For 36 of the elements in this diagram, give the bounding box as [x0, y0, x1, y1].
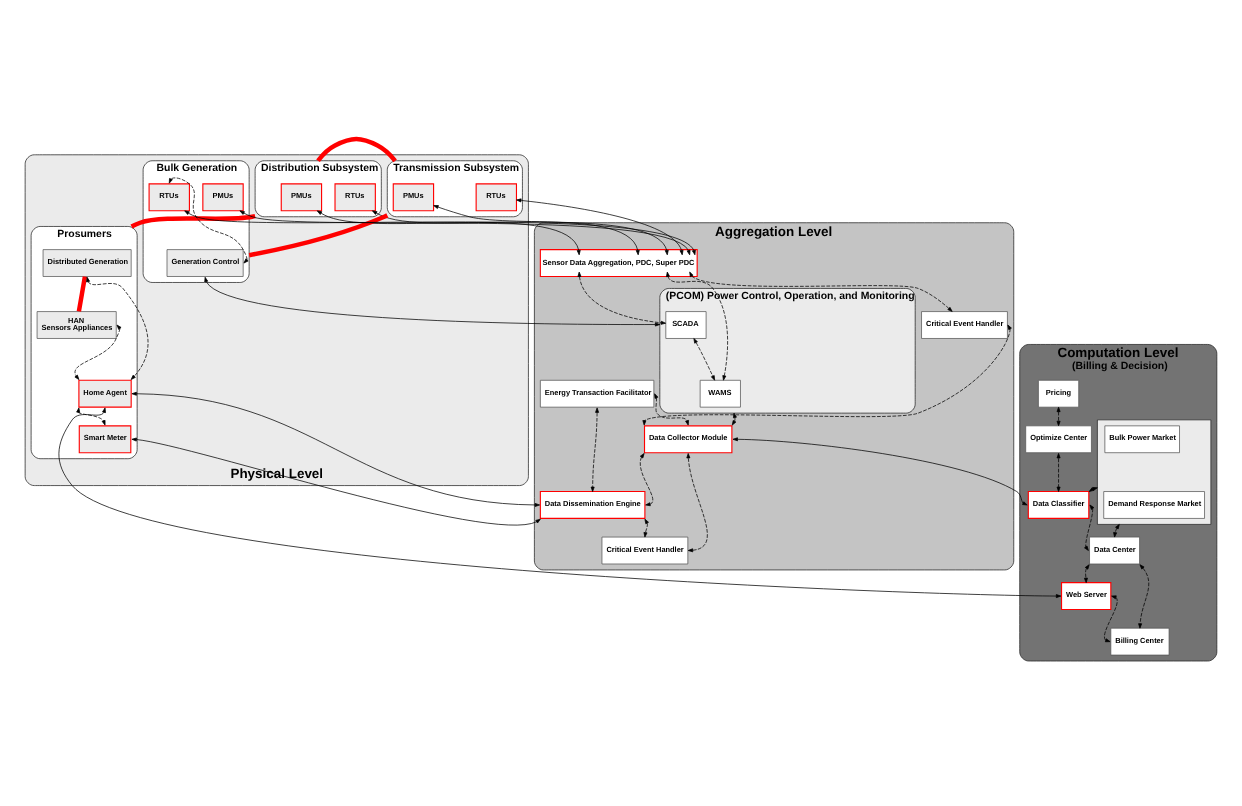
arrow — [58, 407, 1062, 598]
arrow — [590, 407, 600, 492]
arrow — [642, 324, 1012, 426]
arrow — [433, 205, 669, 256]
arrow — [639, 453, 654, 507]
arrow — [643, 518, 649, 538]
arrow — [654, 393, 689, 426]
arrow — [372, 210, 640, 256]
arrow — [86, 276, 149, 380]
arrow — [1084, 504, 1095, 551]
arrow — [693, 338, 715, 381]
arrow — [76, 407, 106, 426]
connector — [130, 213, 256, 229]
arrow — [131, 437, 541, 526]
arrow — [689, 271, 953, 312]
connector — [316, 136, 397, 163]
cluster — [1097, 419, 1212, 525]
arrow — [732, 437, 1028, 506]
arrow — [1056, 406, 1061, 427]
connector — [76, 276, 88, 312]
arrow — [204, 276, 661, 327]
arrow — [1113, 524, 1120, 538]
arrow — [1056, 453, 1061, 492]
connector — [248, 213, 389, 258]
arrow — [1138, 564, 1150, 629]
arrow — [577, 271, 666, 325]
arrow — [316, 210, 581, 256]
arrow — [74, 324, 122, 380]
arrow — [731, 412, 737, 426]
arrow — [686, 453, 708, 553]
arrow — [1104, 595, 1118, 643]
arrow — [666, 271, 728, 381]
arrow — [168, 177, 249, 264]
arrow — [131, 391, 540, 507]
arrow — [1084, 564, 1090, 583]
arrow — [516, 198, 684, 256]
